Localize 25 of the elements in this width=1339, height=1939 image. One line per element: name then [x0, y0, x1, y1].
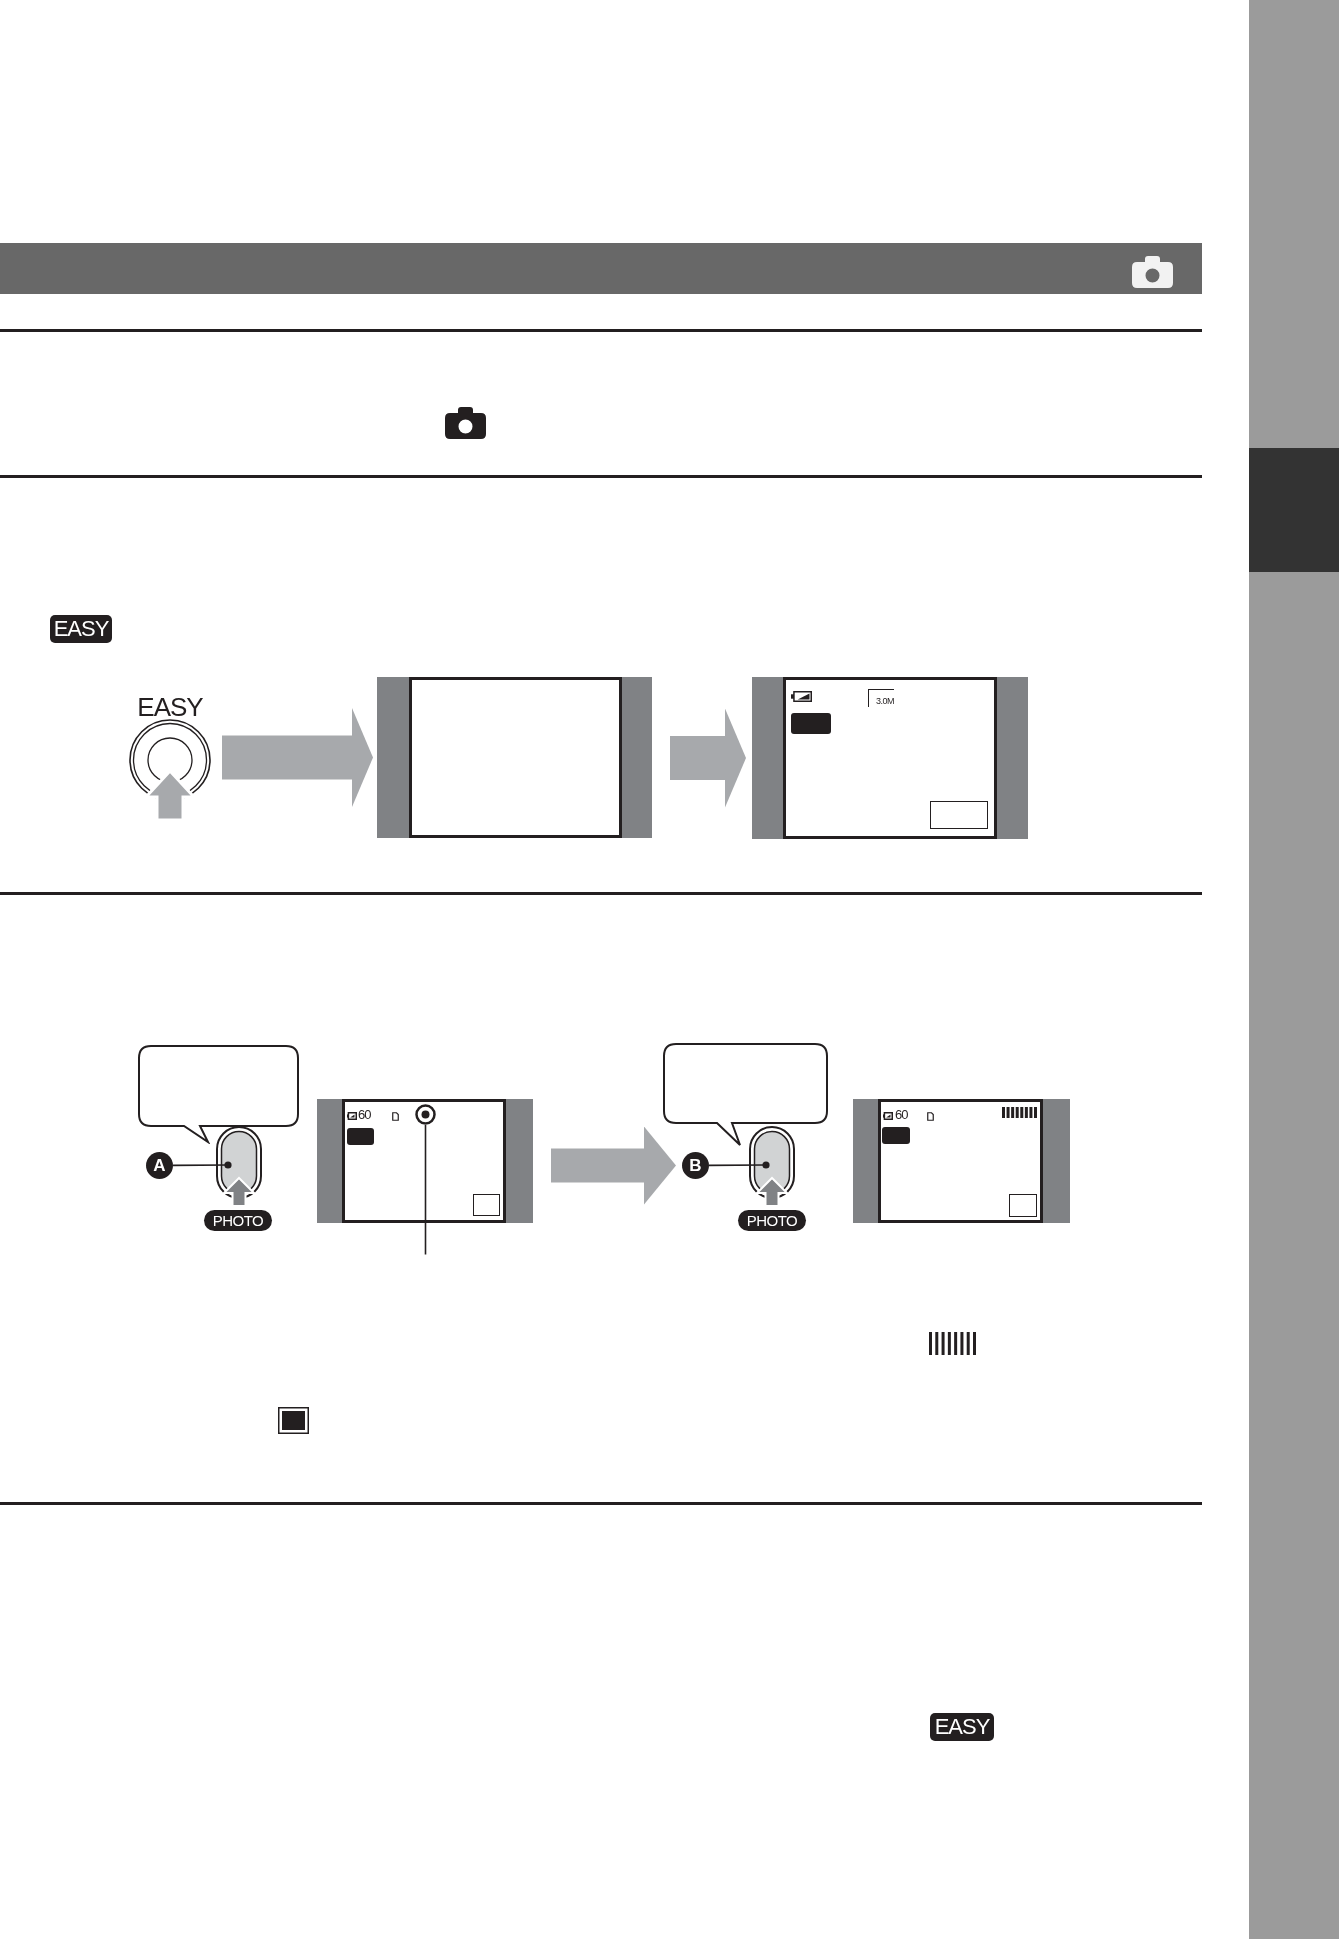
lcd-screen — [377, 677, 652, 838]
block-arrow — [670, 708, 746, 808]
leader-line — [424, 1124, 427, 1256]
lcd-screen — [853, 1099, 1070, 1223]
photo-button — [203, 1126, 273, 1232]
callout-letter: B — [682, 1152, 709, 1179]
image-size-indicator: 3.0M — [868, 689, 894, 707]
callout-letter: A — [146, 1152, 173, 1179]
dot-ring-icon — [415, 1104, 436, 1125]
button-label: PHOTO — [204, 1210, 272, 1231]
photo-button — [737, 1126, 807, 1232]
remaining-time: 60 — [895, 1107, 909, 1123]
button-label: PHOTO — [738, 1210, 806, 1231]
leader-line — [708, 1161, 770, 1169]
mode-badge: EASY — [50, 615, 112, 643]
speech-bubble — [138, 1045, 299, 1144]
remaining-time: 60 — [358, 1107, 372, 1123]
speech-bubble — [663, 1043, 828, 1147]
lcd-screen — [752, 677, 1028, 839]
mode-badge: EASY — [930, 1713, 994, 1741]
block-arrow — [222, 708, 373, 807]
lcd-screen — [317, 1099, 533, 1223]
button-label: EASY — [136, 693, 204, 721]
leader-line — [172, 1161, 232, 1169]
block-arrow — [551, 1126, 676, 1205]
